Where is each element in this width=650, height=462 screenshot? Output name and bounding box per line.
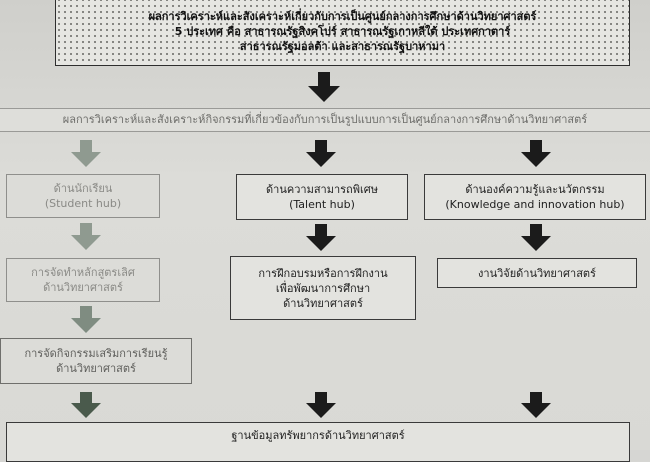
arrow-banner-to-talent	[306, 140, 336, 167]
talent-hub-subtitle: (Talent hub)	[289, 198, 355, 211]
knowledge-hub-subtitle: (Knowledge and innovation hub)	[445, 198, 625, 211]
talent-training-line-1: การฝึกอบรมหรือการฝึกงาน	[258, 266, 388, 280]
arrow-top-to-banner	[307, 72, 341, 102]
student-curriculum-box: การจัดทำหลักสูตรเลิศ ด้านวิทยาศาสตร์	[6, 258, 160, 302]
knowledge-hub-title: ด้านองค์ความรู้และนวัตกรรม	[465, 183, 605, 196]
student-activity-box: การจัดกิจกรรมเสริมการเรียนรู้ ด้านวิทยาศ…	[0, 338, 192, 384]
student-hub-title: ด้านนักเรียน	[53, 182, 113, 195]
student-curriculum-line-1: การจัดทำหลักสูตรเลิศ	[31, 266, 135, 279]
talent-training-line-3: ด้านวิทยาศาสตร์	[283, 296, 363, 310]
talent-training-box: การฝึกอบรมหรือการฝึกงาน เพื่อพัฒนาการศึก…	[230, 256, 416, 320]
arrow-talent-1	[306, 224, 336, 251]
arrow-student-1	[71, 223, 101, 250]
student-activity-line-2: ด้านวิทยาศาสตร์	[56, 362, 136, 375]
talent-training-line-2: เพื่อพัฒนาการศึกษา	[275, 281, 371, 295]
top-box-line-1: ผลการวิเคราะห์และสังเคราะห์เกี่ยวกับการเ…	[148, 9, 537, 23]
knowledge-hub-box: ด้านองค์ความรู้และนวัตกรรม (Knowledge an…	[424, 174, 646, 220]
student-curriculum-line-2: ด้านวิทยาศาสตร์	[43, 281, 123, 294]
top-analysis-box: ผลการวิเคราะห์และสังเคราะห์เกี่ยวกับการเ…	[55, 0, 630, 66]
arrow-student-2	[71, 306, 101, 333]
bottom-box-text: ฐานข้อมูลทรัพยากรด้านวิทยาศาสตร์	[231, 429, 405, 442]
arrow-student-to-bottom	[71, 392, 101, 418]
top-box-line-2: 5 ประเทศ คือ สาธารณรัฐสิงคโปร์ สาธารณรัฐ…	[174, 24, 511, 38]
arrow-banner-to-student	[71, 140, 101, 167]
student-activity-line-1: การจัดกิจกรรมเสริมการเรียนรู้	[24, 347, 168, 360]
talent-hub-box: ด้านความสามารถพิเศษ (Talent hub)	[236, 174, 408, 220]
knowledge-research-text: งานวิจัยด้านวิทยาศาสตร์	[478, 266, 596, 280]
knowledge-research-box: งานวิจัยด้านวิทยาศาสตร์	[437, 258, 637, 288]
banner-text: ผลการวิเคราะห์และสังเคราะห์กิจกรรมที่เกี…	[62, 113, 588, 126]
arrow-banner-to-knowledge	[521, 140, 551, 167]
student-hub-subtitle: (Student hub)	[44, 197, 122, 210]
activity-analysis-banner: ผลการวิเคราะห์และสังเคราะห์กิจกรรมที่เกี…	[0, 108, 650, 132]
arrow-talent-to-bottom	[306, 392, 336, 418]
top-box-line-3: สาธารณรัฐมอลต้า และสาธารณรัฐบาหามา	[239, 39, 446, 53]
talent-hub-title: ด้านความสามารถพิเศษ	[266, 183, 378, 196]
science-resource-database-box: ฐานข้อมูลทรัพยากรด้านวิทยาศาสตร์	[6, 422, 630, 462]
student-hub-box: ด้านนักเรียน (Student hub)	[6, 174, 160, 218]
arrow-knowledge-to-bottom	[521, 392, 551, 418]
arrow-knowledge-1	[521, 224, 551, 251]
